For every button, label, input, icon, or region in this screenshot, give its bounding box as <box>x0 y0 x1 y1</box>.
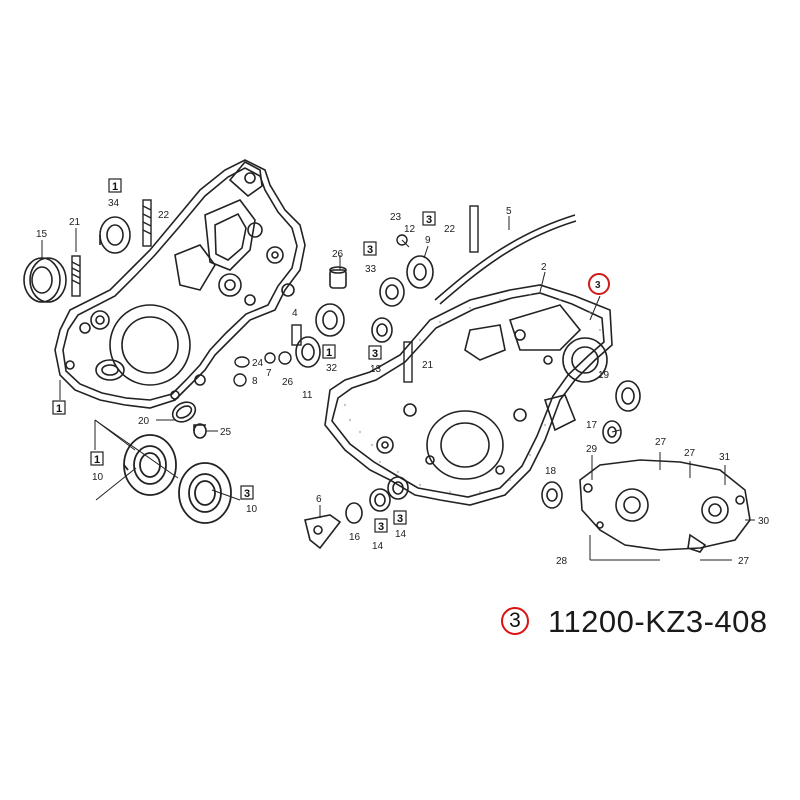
boxed-label-1d: 1 <box>326 347 332 359</box>
label-14a: 14 <box>372 541 384 552</box>
needle-bearing-14a <box>369 488 391 512</box>
right-crankcase <box>324 284 613 506</box>
highlight-callout-badge: 3 <box>501 607 529 635</box>
stud-21-right <box>403 341 413 383</box>
label-26a: 26 <box>332 249 344 260</box>
stud-21-left <box>71 255 81 297</box>
label-6: 6 <box>316 494 322 505</box>
bearing-17 <box>602 420 622 444</box>
seal-18 <box>541 481 563 509</box>
boxed-label-3b: 3 <box>426 214 432 226</box>
boxed-label-1c: 1 <box>94 454 100 466</box>
label-23: 23 <box>390 212 402 223</box>
bolt-12 <box>396 234 408 246</box>
bearing-13 <box>371 317 393 343</box>
bearing-10-b <box>178 462 232 524</box>
label-8: 8 <box>252 376 258 387</box>
label-33: 33 <box>365 264 377 275</box>
stud-22-left <box>142 199 152 247</box>
right-crankcase-gasket-texture <box>343 293 602 494</box>
breather-tube-5 <box>434 214 577 305</box>
label-16: 16 <box>349 532 361 543</box>
label-9: 9 <box>425 235 431 246</box>
right-leaders <box>319 216 755 561</box>
seal-19 <box>615 380 641 412</box>
washer-24 <box>234 356 250 368</box>
boxed-label-3a: 3 <box>244 488 250 500</box>
boxed-label-1a: 1 <box>112 181 118 193</box>
part-number: 11200-KZ3-408 <box>548 604 768 639</box>
label-24: 24 <box>252 358 264 369</box>
bearing-33 <box>379 277 405 307</box>
highlight-callout-number: 3 <box>595 280 601 291</box>
bearing-16 <box>345 502 363 524</box>
label-30: 30 <box>758 516 770 527</box>
washer-7 <box>264 352 276 364</box>
boxed-label-3h: 3 <box>397 513 403 525</box>
boxed-label-3d: 3 <box>367 244 373 256</box>
callout-labels: 15 21 34 22 20 25 10 10 26 4 24 8 7 26 1… <box>36 198 770 567</box>
bearing-34 <box>99 216 131 254</box>
label-21: 21 <box>69 217 81 228</box>
label-22: 22 <box>158 210 170 221</box>
label-10b: 10 <box>246 504 258 515</box>
boxed-label-3g: 3 <box>378 521 384 533</box>
right-cover <box>579 459 751 553</box>
bearing-10-a <box>123 434 177 496</box>
bolt-8 <box>233 373 247 387</box>
boxed-label-text: 1 1 1 3 1 3 3 3 3 3 <box>56 181 432 533</box>
joint-6 <box>304 514 342 550</box>
stud-22-right <box>469 205 479 253</box>
label-11: 11 <box>302 390 313 401</box>
bearing-11 <box>295 336 321 368</box>
boxed-label-1b: 1 <box>56 403 62 415</box>
oil-seal-15 <box>23 257 67 303</box>
highlight-callout-marker: 3 <box>588 273 610 295</box>
label-2: 2 <box>541 262 547 273</box>
label-28: 28 <box>556 556 568 567</box>
label-12: 12 <box>404 224 416 235</box>
label-25: 25 <box>220 427 232 438</box>
boxed-label-3e: 3 <box>372 348 378 360</box>
pin-4 <box>291 324 302 346</box>
label-34: 34 <box>108 198 120 209</box>
label-18: 18 <box>545 466 557 477</box>
label-31: 31 <box>719 452 731 463</box>
label-17: 17 <box>586 420 598 431</box>
label-27c: 27 <box>738 556 750 567</box>
label-27b: 27 <box>684 448 696 459</box>
boxed-labels <box>52 178 436 533</box>
bearing-9 <box>406 255 434 289</box>
label-15: 15 <box>36 229 48 240</box>
label-10a: 10 <box>92 472 104 483</box>
label-27a: 27 <box>655 437 667 448</box>
label-20: 20 <box>138 416 150 427</box>
dowel-25-left <box>193 423 207 439</box>
label-21b: 21 <box>422 360 434 371</box>
label-32: 32 <box>326 363 338 374</box>
label-22b: 22 <box>444 224 456 235</box>
collar-26b <box>278 351 292 365</box>
label-5: 5 <box>506 206 512 217</box>
o-ring-20 <box>171 401 197 423</box>
label-4: 4 <box>292 308 298 319</box>
label-29: 29 <box>586 444 598 455</box>
label-14b: 14 <box>395 529 407 540</box>
collar-26 <box>329 266 347 289</box>
bearing-32 <box>315 303 345 337</box>
label-13: 13 <box>370 364 382 375</box>
label-7: 7 <box>266 368 272 379</box>
left-crankcase <box>54 159 306 409</box>
label-19: 19 <box>598 370 610 381</box>
left-leaders <box>41 228 241 501</box>
label-26b: 26 <box>282 377 294 388</box>
needle-bearing-14b <box>387 476 409 500</box>
